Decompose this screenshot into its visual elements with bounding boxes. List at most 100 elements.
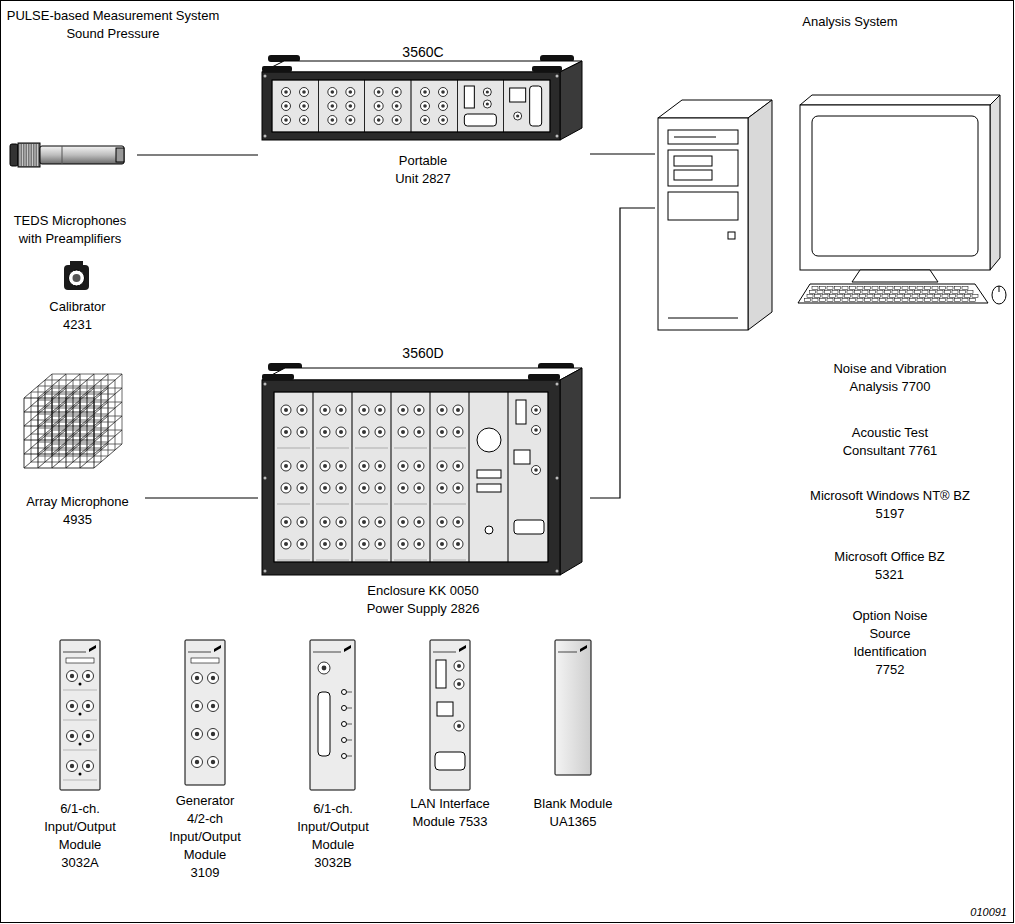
array-grid-line: [24, 454, 94, 455]
led: [342, 706, 347, 711]
drawing-detail: [728, 232, 735, 239]
key: [842, 287, 848, 290]
connector-jack: [453, 405, 463, 415]
module-node: Blank Module UA1365: [515, 635, 631, 897]
connector-pin: [70, 734, 74, 738]
connector-jack: [359, 483, 369, 493]
key: [930, 291, 936, 294]
connection-line: [590, 208, 655, 498]
analysis-node: Analysis SystemNoise and Vibration Analy…: [655, 8, 1005, 720]
connector-jack: [208, 729, 219, 740]
connector-jack: [281, 427, 291, 437]
connector-pin: [70, 764, 74, 768]
array-grid-line: [94, 388, 122, 412]
connector-pin: [440, 408, 444, 412]
connector-jack: [439, 102, 448, 111]
node-label: 6/1-ch. Input/Output Module 3032A: [43, 800, 117, 872]
connector-pin: [322, 666, 327, 671]
connector-pin: [86, 734, 90, 738]
key: [820, 299, 826, 302]
drawing-detail: [852, 270, 938, 282]
key: [912, 295, 918, 298]
connector-jack: [375, 483, 385, 493]
microphone-grille: [32, 144, 33, 166]
connector-pin: [331, 90, 335, 94]
connector-pin: [284, 464, 288, 468]
connection-line: [137, 154, 258, 155]
key: [960, 291, 966, 294]
block-divider: [316, 448, 349, 449]
key: [835, 299, 841, 302]
unit-heading: 3560C: [258, 43, 588, 61]
array-grid-line: [24, 430, 52, 454]
array-grid-line: [24, 388, 52, 412]
connector-jack: [375, 405, 385, 415]
array-grid-line: [52, 388, 80, 412]
connector-pin: [284, 542, 288, 546]
key: [840, 291, 846, 294]
connector-jack: [359, 405, 369, 415]
block-divider: [63, 750, 97, 751]
key: [827, 287, 833, 290]
node-label: Portable Unit 2827: [387, 152, 459, 188]
connector-jack: [208, 673, 219, 684]
key: [965, 295, 971, 298]
key: [887, 287, 893, 290]
socket: [485, 526, 493, 534]
block-divider: [63, 690, 97, 691]
module-header: [188, 652, 211, 653]
block-divider: [277, 560, 310, 561]
connector-jack: [453, 427, 463, 437]
connector-jack: [359, 427, 369, 437]
connector-jack: [208, 701, 219, 712]
connector-jack: [437, 427, 447, 437]
connector-jack: [375, 539, 385, 549]
array-grid-line: [66, 402, 94, 426]
led: [342, 738, 347, 743]
logo-mark: [344, 645, 351, 652]
array-grid-line: [115, 380, 116, 450]
key: [810, 291, 816, 294]
drawing-detail: [262, 368, 582, 380]
led: [342, 754, 347, 759]
plug-in-module: [555, 640, 591, 775]
connector-jack: [320, 539, 330, 549]
plug-in-module: [185, 640, 225, 785]
connector-jack: [281, 483, 291, 493]
drawing-detail: [800, 105, 990, 270]
led: [342, 690, 347, 695]
drawing-detail: [674, 156, 712, 166]
connector-jack: [398, 483, 408, 493]
array-grid-line: [80, 416, 108, 440]
connector-jack: [297, 461, 307, 471]
module-header: [558, 652, 577, 653]
connector-pin: [331, 118, 335, 122]
led: [79, 743, 82, 746]
key: [895, 299, 901, 302]
array-grid-line: [87, 392, 88, 462]
key: [932, 299, 938, 302]
microphone-illustration: [10, 143, 124, 167]
connector-jack: [414, 539, 424, 549]
connector-jack: [297, 405, 307, 415]
connector-pin: [441, 104, 445, 108]
array-grid-line: [52, 374, 80, 398]
array-grid-line: [52, 374, 122, 375]
bolt: [556, 135, 559, 138]
connector-pin: [534, 468, 538, 472]
bolt: [556, 75, 559, 78]
connector-pin: [417, 542, 421, 546]
connector-jack: [437, 405, 447, 415]
connector-jack: [439, 116, 448, 125]
connector-pin: [457, 682, 461, 686]
block-divider: [394, 448, 427, 449]
key: [857, 299, 863, 302]
array-grid-line: [52, 430, 80, 454]
array-grid-line: [94, 402, 122, 426]
connector-pin: [195, 732, 199, 736]
key: [915, 291, 921, 294]
array-grid-line: [24, 374, 52, 398]
array-microphone-illustration: [24, 374, 122, 468]
connector-jack: [453, 539, 463, 549]
